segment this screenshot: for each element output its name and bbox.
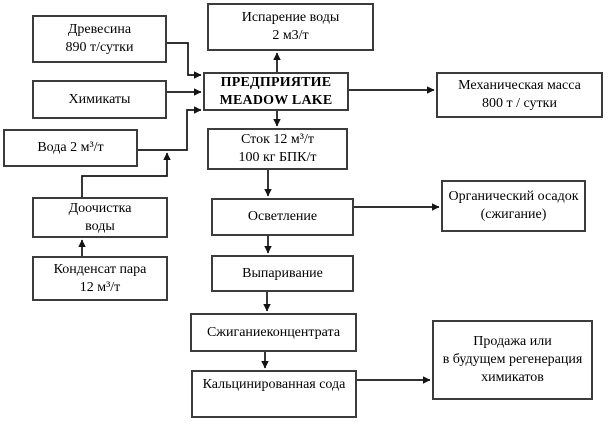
node-mechanical-pulp: Механическая масса 800 т / сутки xyxy=(436,72,603,118)
node-mill: ПРЕДПРИЯТИЕ MEADOW LAKE xyxy=(203,72,349,111)
node-water-polishing: Доочистка воды xyxy=(32,197,168,238)
node-organic-sludge: Органический осадок (сжигание) xyxy=(441,180,586,232)
node-clarification: Осветление xyxy=(211,198,354,236)
node-steam-condensate: Конденсат пара 12 м³/т xyxy=(32,256,168,301)
node-sale: Продажа или в будущем регенерация химика… xyxy=(432,320,593,400)
node-evaporation: Испарение воды 2 м3/т xyxy=(207,3,374,51)
node-chemicals: Химикаты xyxy=(32,80,167,119)
node-wood: Древесина 890 т/сутки xyxy=(32,15,167,63)
node-evaporating: Выпаривание xyxy=(211,255,354,292)
node-effluent: Сток 12 м³/т 100 кг БПК/т xyxy=(207,128,348,170)
node-concentrate-burning: Сжиганиеконцентрата xyxy=(190,313,357,352)
node-soda-ash: Кальцинированная сода xyxy=(191,370,357,418)
node-water: Вода 2 м³/т xyxy=(3,129,138,167)
edge-wood-to-mill xyxy=(167,42,202,79)
